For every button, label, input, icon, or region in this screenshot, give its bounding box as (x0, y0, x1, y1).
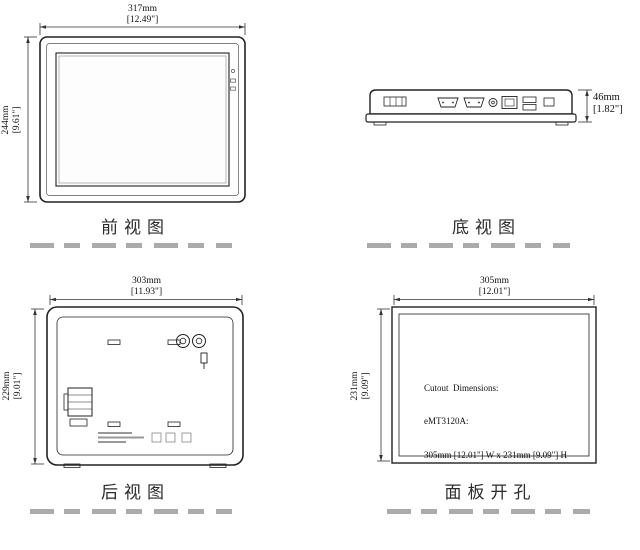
front-height-in: [9.61"] (11, 106, 22, 134)
cutout-note-model: eMT3120A: (424, 416, 469, 427)
front-height-mm: 244mm (1, 105, 11, 135)
rear-width-mm: 303mm (131, 276, 162, 286)
front-height-dimension: 244mm [9.61"] (1, 82, 25, 158)
panel-cutout-dimension-lines (377, 295, 595, 462)
rear-width-in: [11.93"] (130, 286, 163, 297)
cutout-note-title: Cutout Dimensions: (424, 382, 499, 393)
cutout-height-dimension: 231mm [9.09"] (350, 348, 374, 424)
rear-view-label: 后视图 (101, 483, 170, 502)
cutout-view-label: 面板开孔 (444, 483, 537, 502)
cutout-width-dimension: 305mm [12.01"] (432, 276, 557, 297)
panel-cutout-drawing (391, 306, 597, 464)
bottom-view-label: 底视图 (452, 218, 521, 237)
rear-height-in: [9.01"] (12, 372, 23, 400)
cutout-width-in: [12.01"] (478, 286, 511, 297)
front-view-label: 前视图 (101, 218, 170, 237)
cutout-view-separator (387, 509, 590, 514)
bottom-view-drawing (365, 89, 577, 126)
cutout-width-mm: 305mm (479, 276, 510, 286)
rear-width-dimension: 303mm [11.93"] (84, 276, 209, 297)
cutout-note: Cutout Dimensions: eMT3120A: 305mm [12.0… (424, 360, 590, 484)
bottom-height-mm: 46mm (593, 92, 620, 103)
front-width-dimension: 317mm [12.49"] (80, 4, 205, 25)
front-view-dimension-lines (24, 23, 246, 203)
cutout-height-in: [9.09"] (360, 372, 371, 400)
bottom-height-in: [1.82"] (593, 104, 623, 116)
rear-view-dimension-lines (31, 295, 243, 465)
front-view-separator (30, 243, 232, 248)
bottom-view-dimension-lines (578, 89, 592, 123)
bottom-height-dimension: 46mm [1.82"] (593, 92, 639, 116)
rear-view-separator (30, 509, 232, 514)
front-view-drawing (39, 36, 246, 203)
front-width-mm: 317mm (127, 4, 158, 14)
bottom-view-separator (367, 243, 570, 248)
cutout-note-size: 305mm [12.01"] W x 231mm [9.09"] H (424, 450, 568, 460)
rear-height-mm: 229mm (2, 371, 12, 401)
rear-view-drawing (46, 306, 244, 468)
cutout-height-mm: 231mm (350, 371, 360, 401)
rear-height-dimension: 229mm [9.01"] (2, 348, 26, 424)
front-width-in: [12.49"] (126, 14, 159, 25)
